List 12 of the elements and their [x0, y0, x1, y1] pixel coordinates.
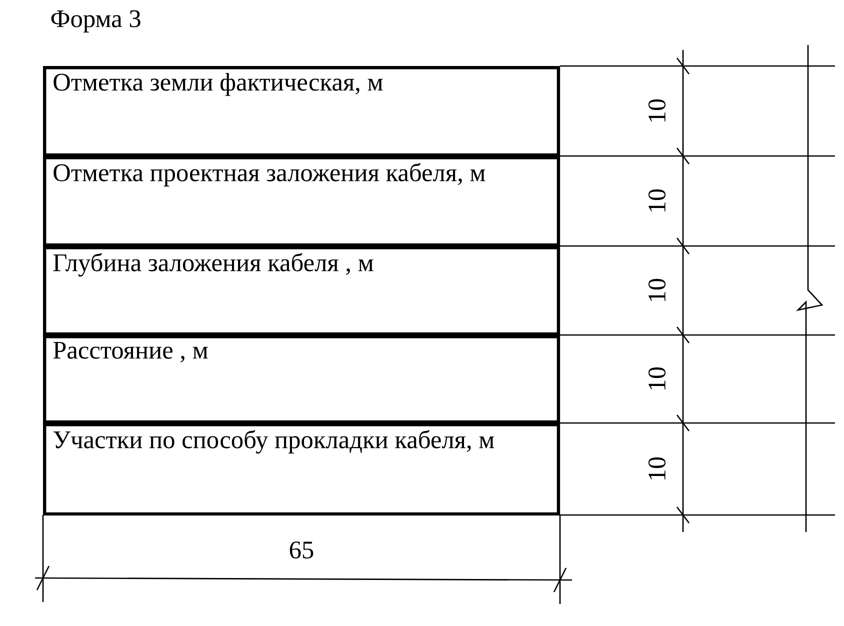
- table-row: Расстояние , м: [43, 335, 560, 424]
- table-row: Отметка земли фактическая, м: [43, 66, 560, 157]
- dimension-text: 10: [648, 457, 666, 480]
- dimension-text: 10: [648, 367, 666, 390]
- form-title: Форма 3: [51, 10, 140, 32]
- dimension-text: 65: [290, 542, 314, 559]
- table-row: Участки по способу прокладки кабеля, м: [43, 423, 560, 516]
- dimension-text: 10: [648, 278, 666, 301]
- table-row: Отметка проектная заложения кабеля, м: [43, 156, 560, 247]
- dimension-text: 10: [648, 189, 666, 212]
- dimension-text: 10: [648, 99, 666, 122]
- table-row: Глубина заложения кабеля , м: [43, 246, 560, 336]
